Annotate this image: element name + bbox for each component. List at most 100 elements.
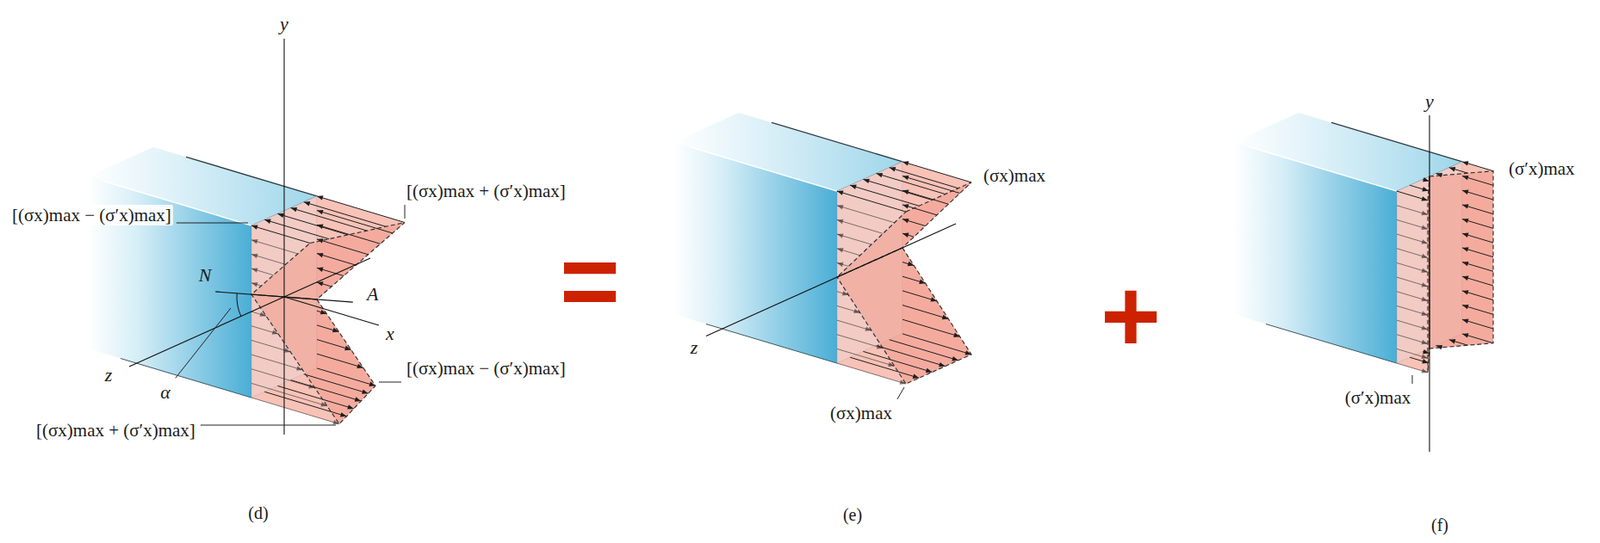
stress-arrowhead (862, 179, 870, 184)
stress-arrow-shaft (837, 262, 849, 267)
stress-arrowhead (356, 364, 364, 369)
stress-arrowhead (1420, 254, 1428, 259)
stress-value-label: (σx)max (981, 165, 1048, 187)
stress-arrow-shaft (862, 179, 932, 200)
stress-block-surface (837, 182, 972, 278)
stress-arrow-shaft (1462, 291, 1494, 301)
stress-arrowhead (925, 368, 933, 373)
stress-arrow-shaft (251, 268, 274, 276)
angle-label: α (158, 381, 173, 404)
stress-arrowhead (291, 207, 298, 212)
stress-arrow-shaft (1462, 319, 1494, 329)
stress-value-label: (σ′x)max (1506, 158, 1577, 180)
stress-arrowhead (251, 282, 259, 287)
stress-arrow-shaft (862, 351, 932, 373)
stress-arrowhead (1462, 304, 1470, 310)
stress-arrow-shaft (303, 374, 369, 394)
stress-arrow-shaft (1396, 248, 1428, 259)
beam-top-face (673, 112, 903, 192)
stress-arrow-shaft (1462, 204, 1494, 215)
stress-arrow-shaft (1462, 276, 1494, 286)
stress-arrowhead (1422, 177, 1430, 182)
axis-label: y (1423, 90, 1436, 112)
stress-block-wall (1396, 191, 1428, 373)
panel-label: (d) (246, 503, 270, 524)
stress-arrowhead (1420, 268, 1428, 273)
stress-arrowhead (1462, 333, 1470, 338)
stress-arrow-shaft (902, 334, 972, 355)
stress-arrowhead (347, 404, 354, 410)
stress-arrow-shaft (837, 334, 883, 349)
leader-line (897, 387, 905, 400)
stress-arrow-shaft (902, 305, 949, 320)
stress-arrowhead (1462, 190, 1470, 195)
stress-arrow-shaft (902, 291, 937, 302)
neutral-axis-label: A (365, 283, 380, 305)
stress-arrowhead (316, 253, 324, 258)
stress-arrowhead (918, 279, 926, 285)
stress-arrow-shaft (902, 176, 961, 194)
stress-arrowhead (316, 195, 324, 200)
stress-arrow-shaft (251, 254, 286, 265)
stress-arrow-shaft (1396, 219, 1428, 230)
stress-arrow-shaft (316, 224, 381, 244)
stress-arrow-shaft (1449, 167, 1469, 174)
stress-arrow-shaft (1396, 262, 1428, 273)
stress-arrowhead (316, 210, 324, 215)
stress-arrowhead (1420, 239, 1428, 244)
stress-arrowhead (251, 267, 259, 273)
stress-arrowhead (951, 356, 959, 361)
beam-edge (1331, 122, 1463, 162)
stress-arrowhead (1462, 276, 1470, 281)
stress-arrow-shaft (1462, 233, 1494, 243)
leader-line (176, 223, 249, 224)
stress-arrow-shaft (316, 210, 393, 234)
y-axis (1428, 115, 1430, 453)
stress-block-surface (251, 223, 405, 300)
stress-arrowhead (284, 347, 292, 353)
stress-arrow-shaft (316, 353, 364, 368)
beam-panel (673, 112, 972, 385)
stress-arrow-shaft (837, 348, 895, 366)
stress-arrowhead (837, 219, 844, 224)
beam-panel (87, 38, 405, 435)
stress-arrow-shaft (1396, 334, 1428, 345)
axis-label: z (103, 364, 115, 386)
stress-arrowhead (1420, 210, 1428, 216)
stress-arrow-shaft (316, 325, 340, 333)
leader-line (200, 425, 336, 427)
stress-arrowhead (1420, 225, 1428, 230)
stress-arrow-shaft (251, 397, 340, 425)
stress-arrowhead (1420, 368, 1428, 373)
stress-arrow-shaft (1396, 291, 1428, 302)
stress-arrow-shaft (316, 340, 352, 351)
stress-arrow-shaft (251, 326, 279, 335)
stress-arrow-shaft (277, 385, 354, 410)
stress-value-label: (σx)max (828, 403, 894, 424)
stress-block-outline (1429, 171, 1494, 349)
stress-arrowhead (1462, 175, 1470, 180)
stress-arrow-shaft (1409, 185, 1429, 191)
stress-arrowhead (876, 173, 884, 178)
stress-arrow-shaft (1396, 277, 1428, 287)
stress-arrow-shaft (251, 354, 304, 371)
stress-arrowhead (902, 204, 910, 209)
stress-arrowhead (938, 362, 946, 367)
leader-lines (175, 204, 1413, 426)
stress-arrow-shaft (837, 205, 895, 224)
stress-arrow-shaft (1462, 305, 1494, 316)
stress-arrow-shaft (251, 225, 311, 243)
stress-arrowhead (1420, 340, 1428, 345)
stress-arrow-shaft (291, 208, 367, 232)
leader-line (378, 382, 402, 384)
stress-arrow-shaft (902, 219, 926, 227)
stress-block-outline (251, 223, 405, 300)
leader-line (175, 308, 231, 379)
stress-arrow-shaft (1396, 205, 1428, 216)
stress-arrowhead (1462, 204, 1470, 209)
stress-arrowhead (902, 218, 910, 224)
stress-arrow-shaft (837, 363, 906, 385)
stress-value-label: [(σx)max + (σ′x)max] (34, 420, 198, 441)
